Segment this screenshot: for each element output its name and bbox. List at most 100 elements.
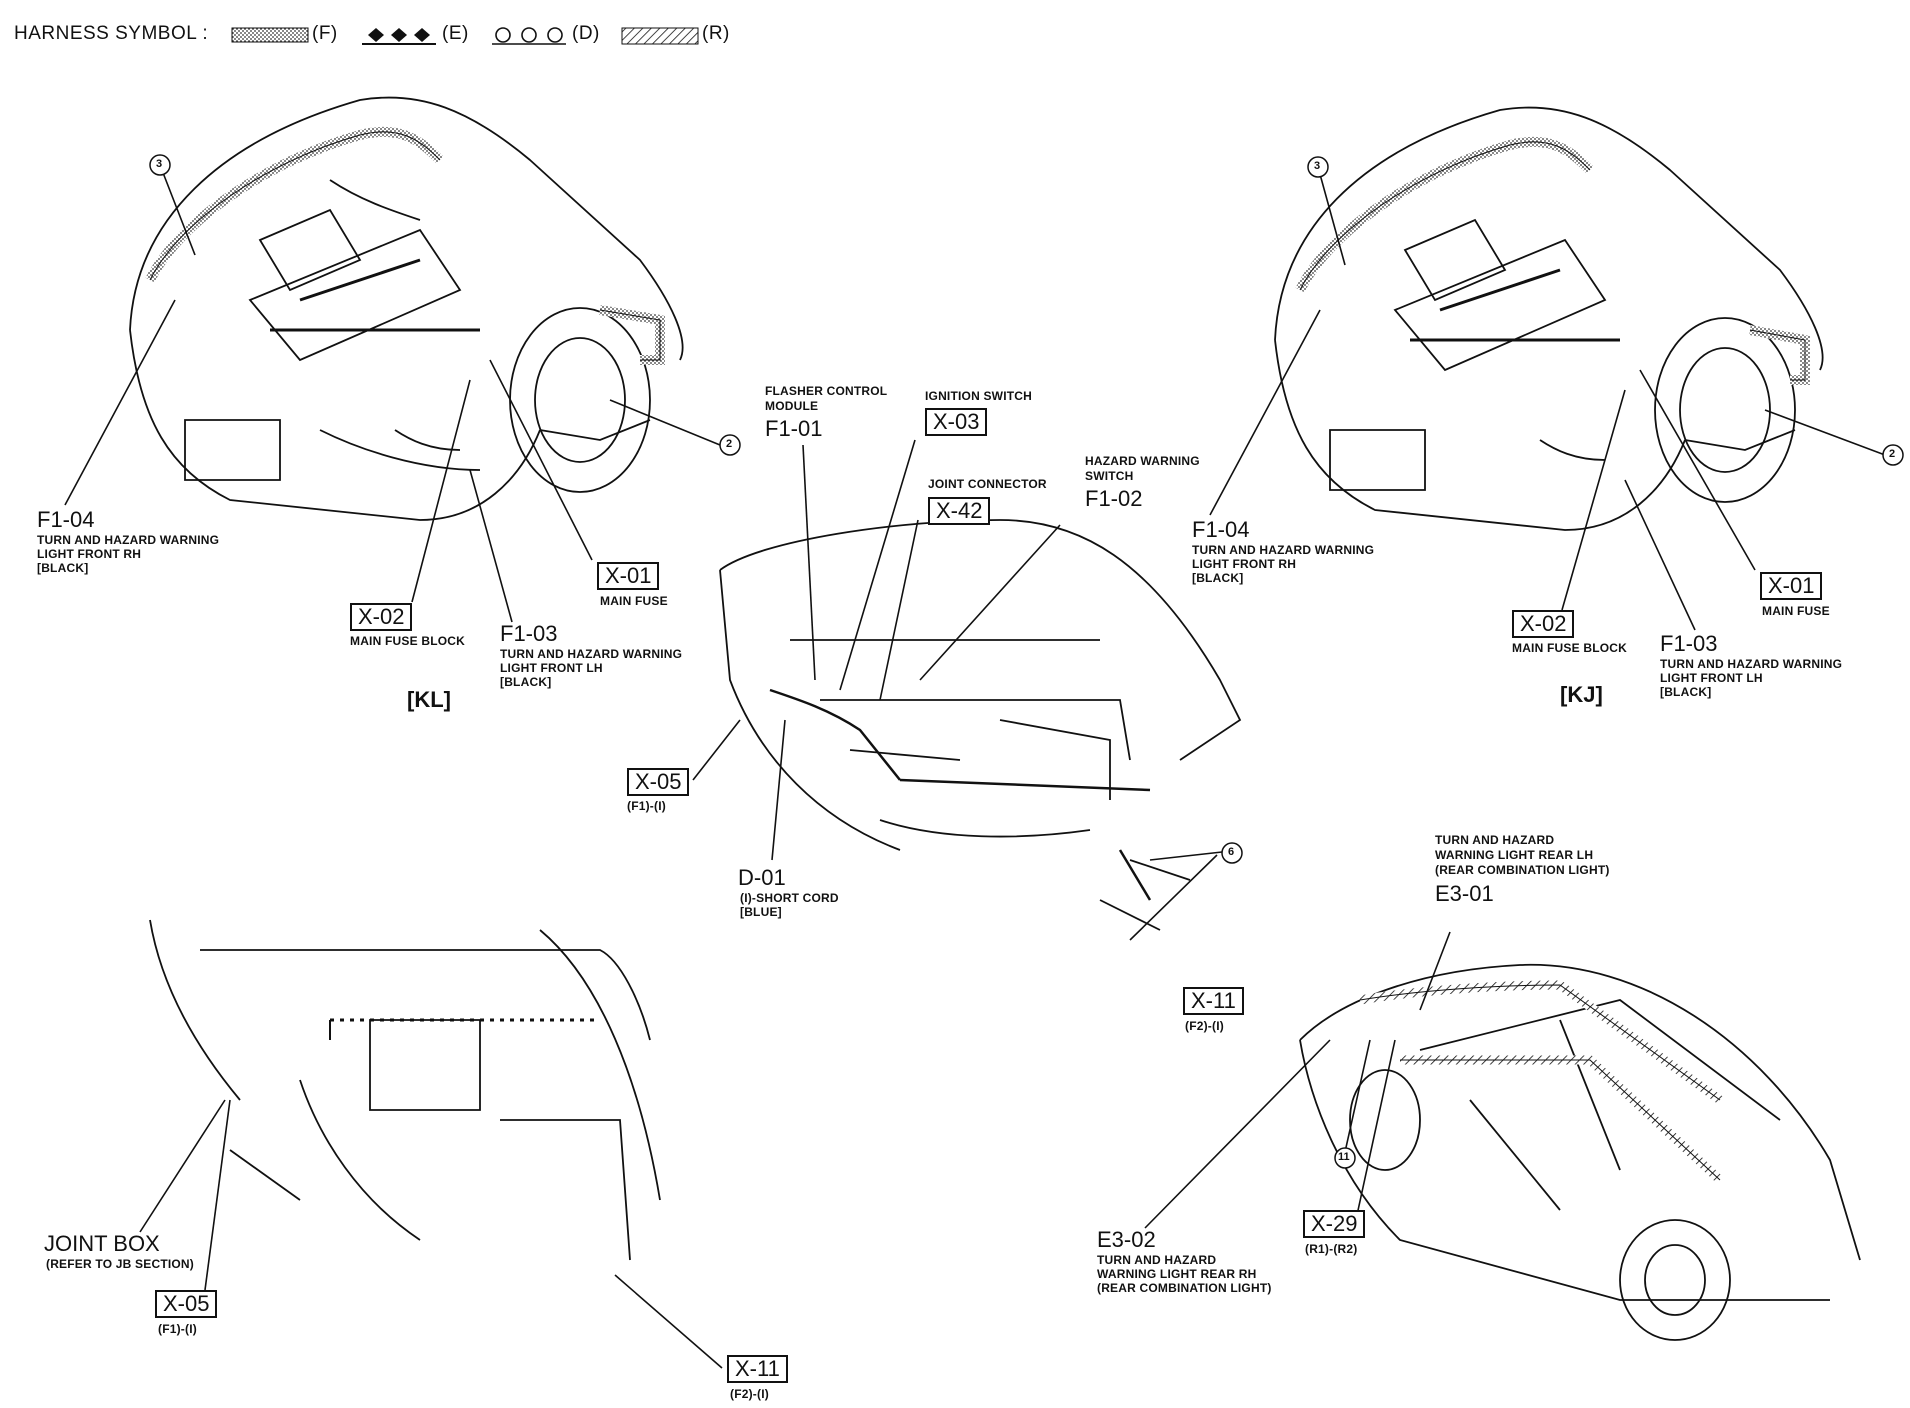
jb-leaders [139,1099,723,1369]
kj-leaders [1209,166,1886,631]
kl-harness-f-outline [149,131,661,361]
kl-f104-desc1: TURN AND HAZARD WARNING [37,533,220,547]
kl-engine-drawing [129,96,684,521]
legend-swatch-r [621,27,699,45]
dash-x03-code: X-03 [925,408,988,437]
kj-f104-desc1: TURN AND HAZARD WARNING [1192,543,1375,557]
legend-label: HARNESS SYMBOL : [14,23,209,44]
jb-harness [329,1018,600,1040]
kj-x01-desc: MAIN FUSE [1762,604,1830,618]
rear-e302-desc1: TURN AND HAZARD [1097,1253,1217,1267]
dash-x11-code: X-11 [1183,987,1244,1016]
dash-drawing [719,519,1242,931]
kl-x02-desc: MAIN FUSE BLOCK [350,634,465,648]
dash-f101-desc2: MODULE [765,399,819,413]
jb-x11-code: X-11 [727,1355,788,1384]
kj-f103-desc2: LIGHT FRONT LH [1660,671,1763,685]
dash-f101-code: F1-01 [765,416,823,441]
dash-f102-desc2: SWITCH [1085,469,1134,483]
rear-callout-11-label: 11 [1338,1151,1350,1163]
dash-d01-desc2: [BLUE] [740,905,782,919]
kj-engine-drawing [1274,106,1824,531]
legend-swatch-d [492,27,566,45]
dash-f102-desc1: HAZARD WARNING [1085,454,1200,468]
kj-f103-code: F1-03 [1660,631,1718,656]
jb-title: JOINT BOX [44,1231,160,1256]
jb-desc: (REFER TO JB SECTION) [46,1257,194,1271]
dash-harness [769,688,1152,901]
dash-f102-code: F1-02 [1085,486,1143,511]
rear-drawing [1299,963,1861,1341]
kl-f104-desc3: [BLACK] [37,561,89,575]
kl-harness-f [145,126,665,365]
kl-f103-desc2: LIGHT FRONT LH [500,661,603,675]
kl-f103-code: F1-03 [500,621,558,646]
dash-x11-sub: (F2)-(I) [1185,1019,1224,1033]
legend-code-d: (D) [572,23,600,44]
rear-e301-desc1: TURN AND HAZARD [1435,833,1555,847]
rear-harness-r [1359,980,1724,1184]
rear-e302-desc3: (REAR COMBINATION LIGHT) [1097,1281,1272,1295]
kl-variant-label: [KL] [407,687,451,712]
kl-callout-3-label: 3 [156,158,163,170]
rear-e302-code: E3-02 [1097,1227,1156,1252]
jb-x05-code: X-05 [155,1290,218,1319]
kl-f104-desc2: LIGHT FRONT RH [37,547,142,561]
kj-callout-2-label: 2 [1889,448,1896,460]
kl-x02-code: X-02 [350,603,413,632]
rear-e301-code: E3-01 [1435,881,1494,906]
kl-x01-code: X-01 [597,562,660,591]
legend-swatch-e [362,28,436,45]
kl-leaders [64,164,721,623]
rear-e302-desc2: WARNING LIGHT REAR RH [1097,1267,1257,1281]
dash-x42-desc: JOINT CONNECTOR [928,477,1047,491]
kj-callout-3-label: 3 [1314,160,1321,172]
legend-code-r: (R) [702,23,730,44]
dash-callout-6-label: 6 [1228,846,1235,858]
kl-callout-3 [149,154,171,176]
kj-callout-2 [1882,444,1904,466]
rear-e301-desc2: WARNING LIGHT REAR LH [1435,848,1594,862]
kl-harness-e [270,258,480,332]
kj-x02-code: X-02 [1512,610,1575,639]
kj-harness-f [1295,136,1810,385]
rear-callout-11 [1334,1147,1356,1169]
kj-f104-desc3: [BLACK] [1192,571,1244,585]
jb-drawing [149,919,661,1261]
kl-f104-code: F1-04 [37,507,95,532]
dash-d01-desc1: (I)-SHORT CORD [740,891,839,905]
kj-variant-label: [KJ] [1560,682,1603,707]
kl-f103-desc1: TURN AND HAZARD WARNING [500,647,683,661]
rear-x29-code: X-29 [1303,1210,1366,1239]
kj-f103-desc3: [BLACK] [1660,685,1712,699]
kj-callout-3 [1307,156,1329,178]
rear-e301-desc3: (REAR COMBINATION LIGHT) [1435,863,1610,877]
legend-swatches [231,27,699,45]
dash-x05-sub: (F1)-(I) [627,799,666,813]
kj-harness-e [1410,268,1620,342]
kj-f103-desc1: TURN AND HAZARD WARNING [1660,657,1843,671]
jb-x11-sub: (F2)-(I) [730,1387,769,1401]
kj-x01-code: X-01 [1760,572,1823,601]
dash-x03-desc: IGNITION SWITCH [925,389,1032,403]
dash-d01-code: D-01 [738,865,786,890]
legend-code-e: (E) [442,23,469,44]
kj-f104-code: F1-04 [1192,517,1250,542]
kl-f103-desc3: [BLACK] [500,675,552,689]
dash-f101-desc1: FLASHER CONTROL [765,384,888,398]
kj-x02-desc: MAIN FUSE BLOCK [1512,641,1627,655]
dash-leaders [692,439,1223,941]
kl-callout-2 [719,434,741,456]
legend-swatch-f [231,27,309,43]
dash-x05-code: X-05 [627,768,690,797]
kj-f104-desc2: LIGHT FRONT RH [1192,557,1297,571]
rear-leaders [1144,931,1451,1229]
dash-callout-6 [1221,842,1243,864]
legend-code-f: (F) [312,23,338,44]
kl-x01-desc: MAIN FUSE [600,594,668,608]
jb-x05-sub: (F1)-(I) [158,1322,197,1336]
kj-harness-f-outline [1299,141,1806,381]
dash-x42-code: X-42 [928,497,991,526]
kl-callout-2-label: 2 [726,438,733,450]
